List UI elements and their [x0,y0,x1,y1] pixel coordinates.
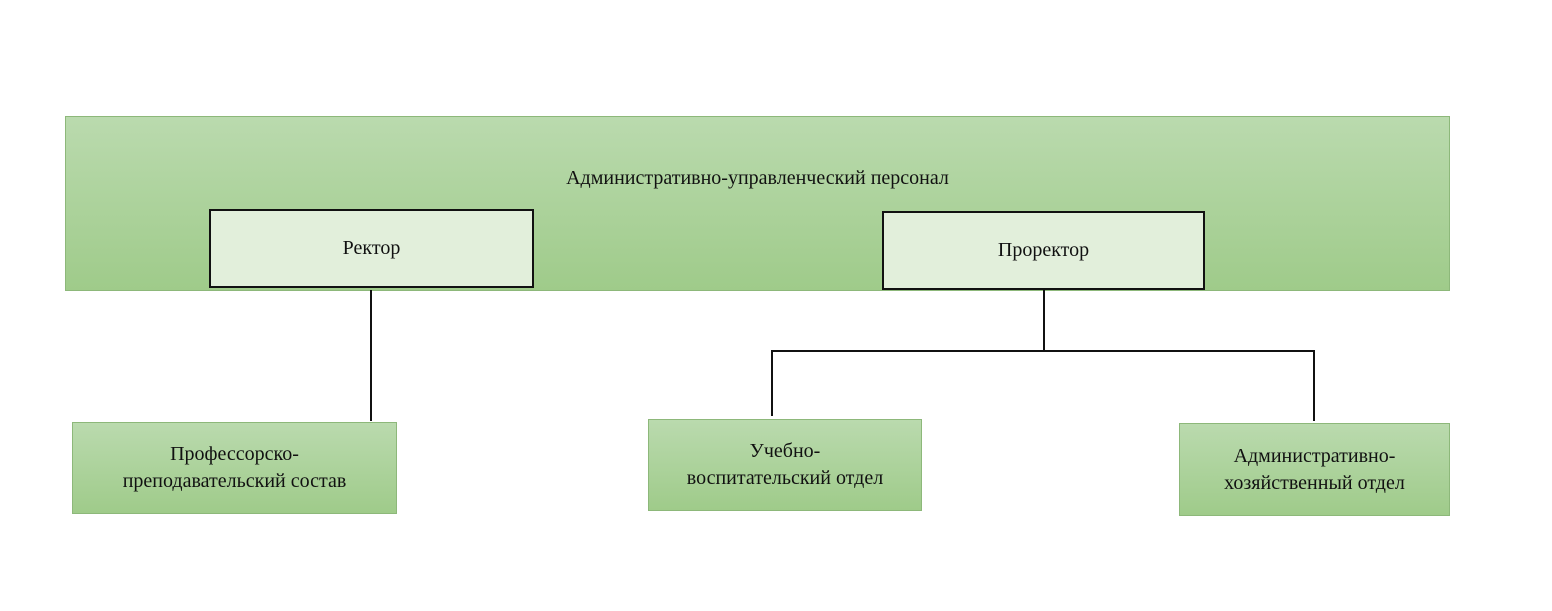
group-title: Административно-управленческий персонал [566,167,949,189]
node-educational-department: Учебно-воспитательский отдел [648,419,922,511]
node-label-line: Учебно- [749,440,821,462]
node-prorector-label: Проректор [997,239,1090,261]
node-admin-household-department: Административно-хозяйственный отдел [1179,423,1450,516]
node-rector: Ректор [209,209,534,288]
node-label-line: Административно- [1233,444,1396,467]
node-label-line: воспитательский отдел [686,467,884,489]
node-label-line: Профессорско- [170,443,299,465]
node-rector-label: Ректор [342,237,401,259]
node-teaching-staff: Профессорско-преподавательский состав [72,422,397,514]
node-prorector: Проректор [882,211,1205,290]
node-label-line: преподавательский состав [122,470,347,492]
node-label-line: хозяйственный отдел [1224,471,1405,494]
